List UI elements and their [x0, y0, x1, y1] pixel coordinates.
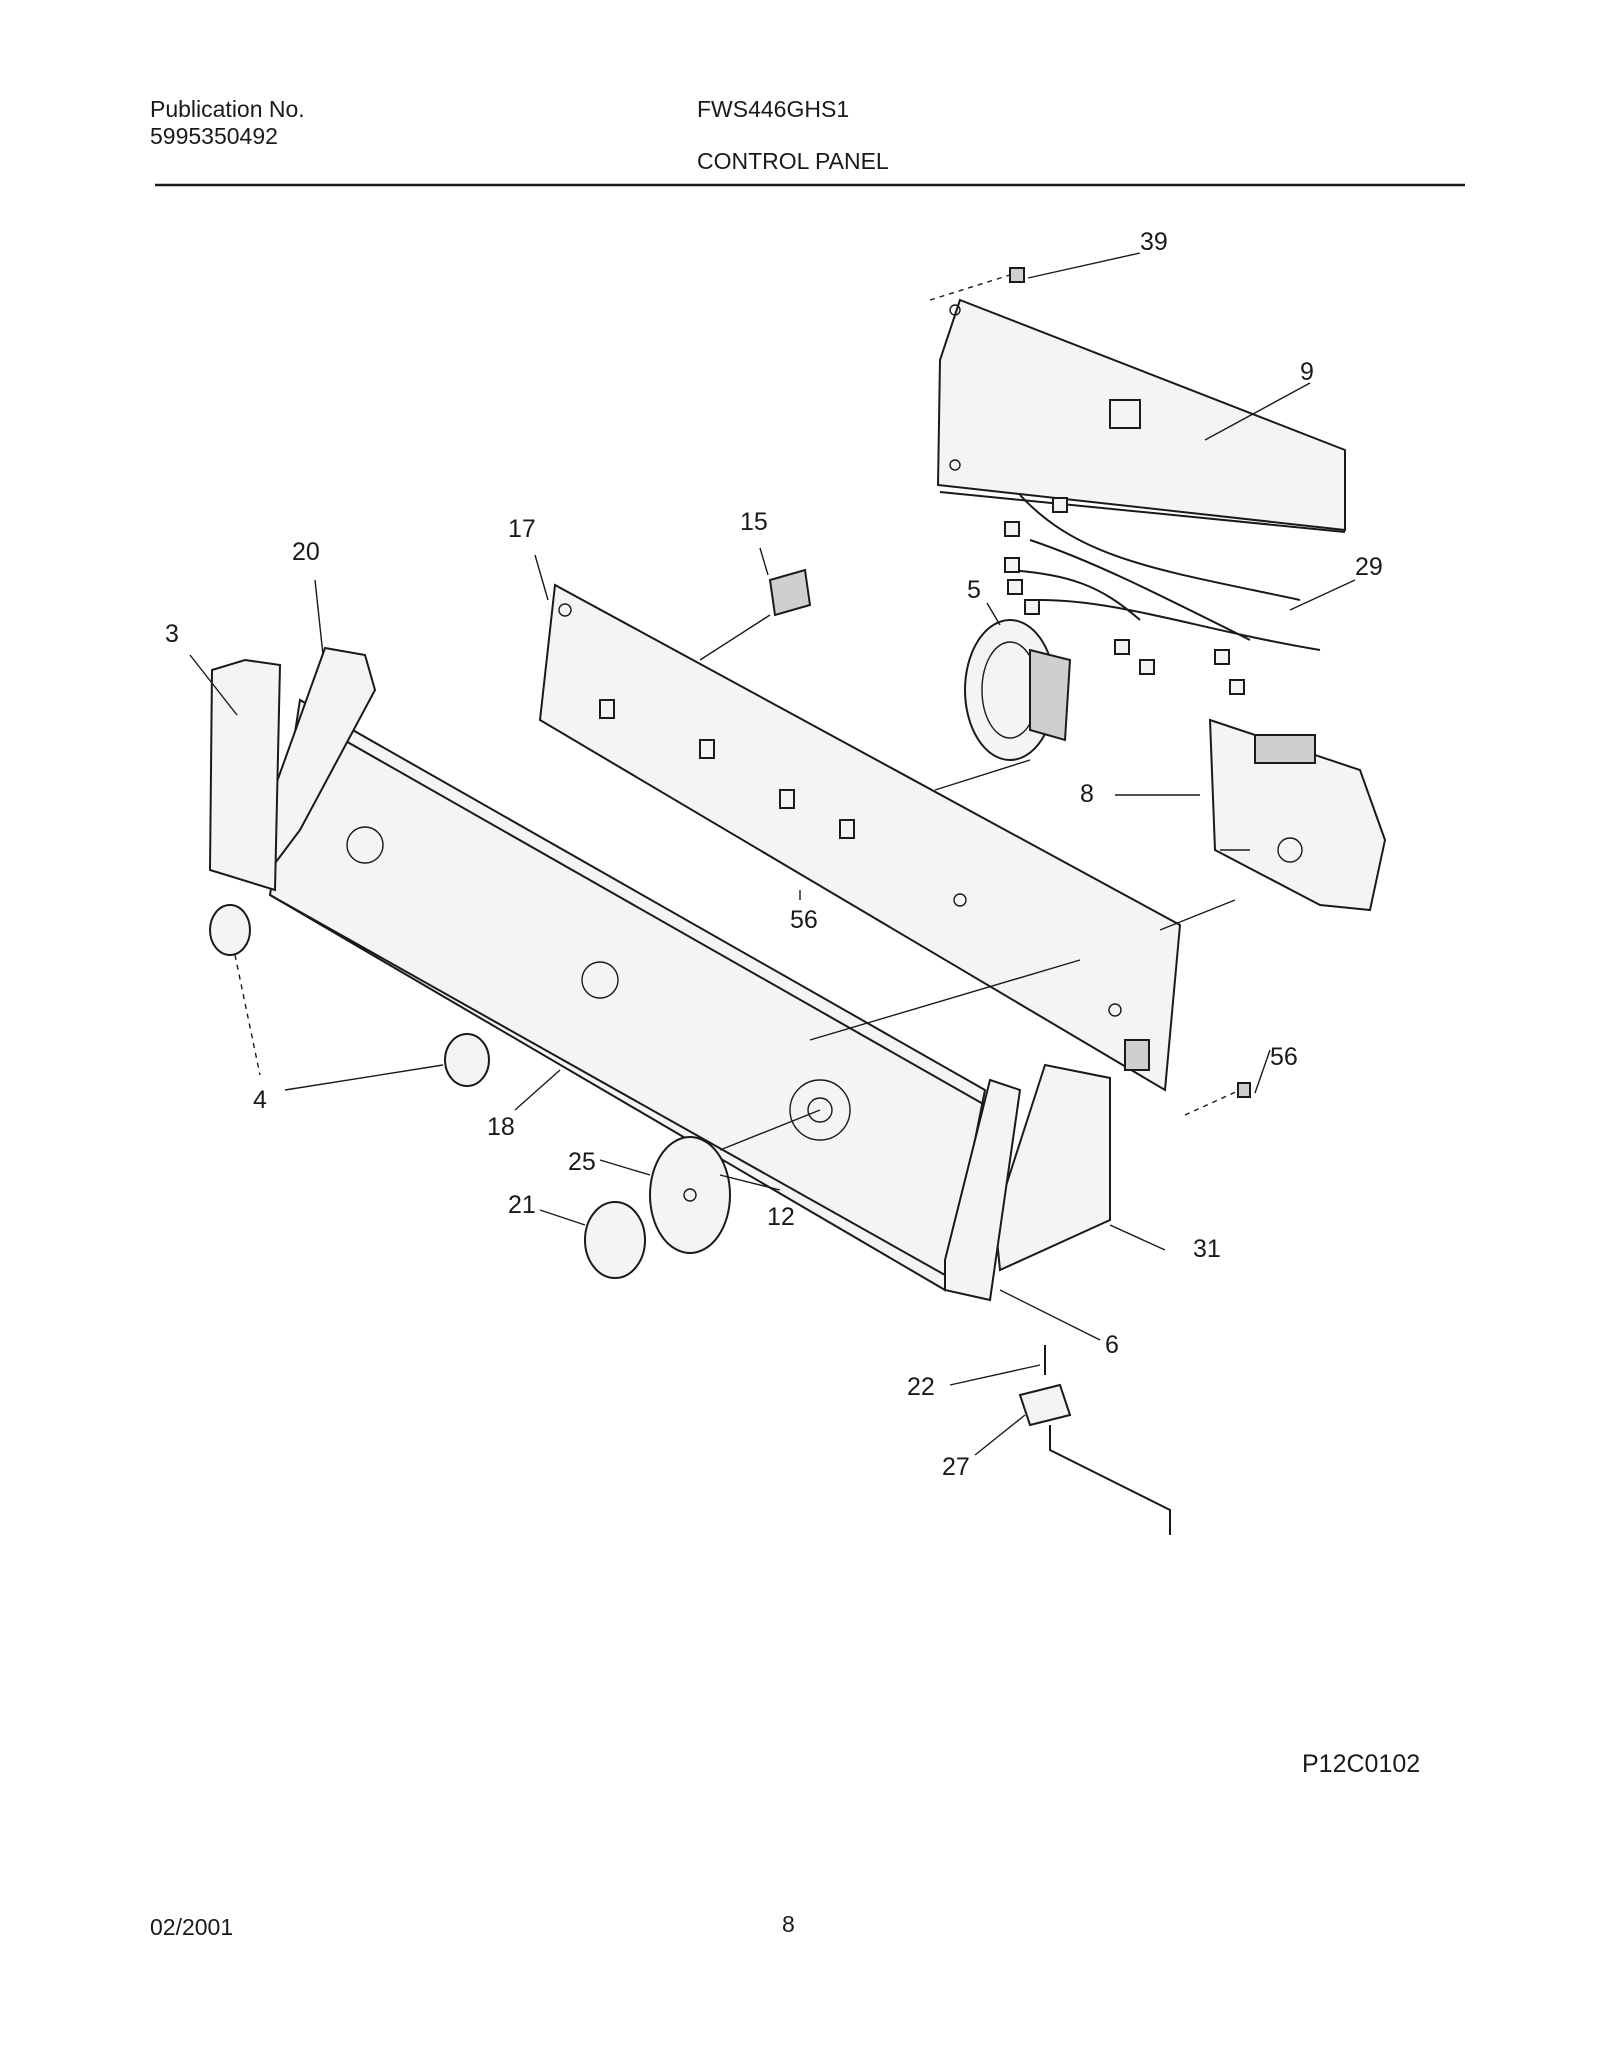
- screw-part-56: [1237, 1082, 1251, 1098]
- skirt-part-25: [649, 1136, 731, 1254]
- callout-15: 15: [740, 508, 768, 536]
- leader-lines: [189, 252, 1356, 1456]
- callout-3: 3: [165, 620, 179, 648]
- callout-31: 31: [1193, 1235, 1221, 1263]
- section-title: CONTROL PANEL: [697, 148, 889, 174]
- knob-axis-4: [234, 954, 261, 1076]
- mounting-plate-part-17: [538, 583, 1182, 1092]
- wire-harness-part-29: [1004, 494, 1321, 695]
- publication-label: Publication No.: [150, 96, 305, 122]
- callout-29: 29: [1355, 553, 1383, 581]
- module-part-15: [699, 568, 812, 661]
- callout-21: 21: [508, 1191, 536, 1219]
- callout-6: 6: [1105, 1331, 1119, 1359]
- screw-axis-39: [929, 274, 1011, 301]
- callout-20: 20: [292, 538, 320, 566]
- footer-date: 02/2001: [150, 1914, 234, 1940]
- switch-part-5: [934, 619, 1072, 791]
- left-trim-part-3: [208, 658, 282, 892]
- timer-part-8: [1159, 718, 1387, 931]
- footer-page-number: 8: [782, 1911, 795, 1937]
- callout-22: 22: [907, 1373, 935, 1401]
- callout-17: 17: [508, 515, 536, 543]
- screw-axis-56: [1184, 1089, 1241, 1116]
- callout-5: 5: [967, 576, 981, 604]
- callout-25: 25: [568, 1148, 596, 1176]
- right-trim-part-6: [944, 1078, 1022, 1302]
- rear-panel-part-9: [936, 298, 1346, 533]
- knob-part-21: [584, 1201, 646, 1279]
- callout-39: 39: [1140, 228, 1168, 256]
- callout-9: 9: [1300, 358, 1314, 386]
- callout-27: 27: [942, 1453, 970, 1481]
- callout-56-center: 56: [790, 906, 818, 934]
- callout-4: 4: [253, 1086, 267, 1114]
- callout-8: 8: [1080, 780, 1094, 808]
- bracket-part-27: [1018, 1383, 1171, 1535]
- screw-part-39: [1009, 267, 1025, 283]
- publication-number: 5995350492: [150, 123, 278, 149]
- model-number: FWS446GHS1: [697, 96, 850, 122]
- knob-part-4-upper: [209, 904, 251, 956]
- callout-56-right: 56: [1270, 1043, 1298, 1071]
- diagram-code: P12C0102: [1302, 1750, 1421, 1778]
- callout-12: 12: [767, 1203, 795, 1231]
- callout-18: 18: [487, 1113, 515, 1141]
- knob-part-4-lower: [444, 1033, 490, 1087]
